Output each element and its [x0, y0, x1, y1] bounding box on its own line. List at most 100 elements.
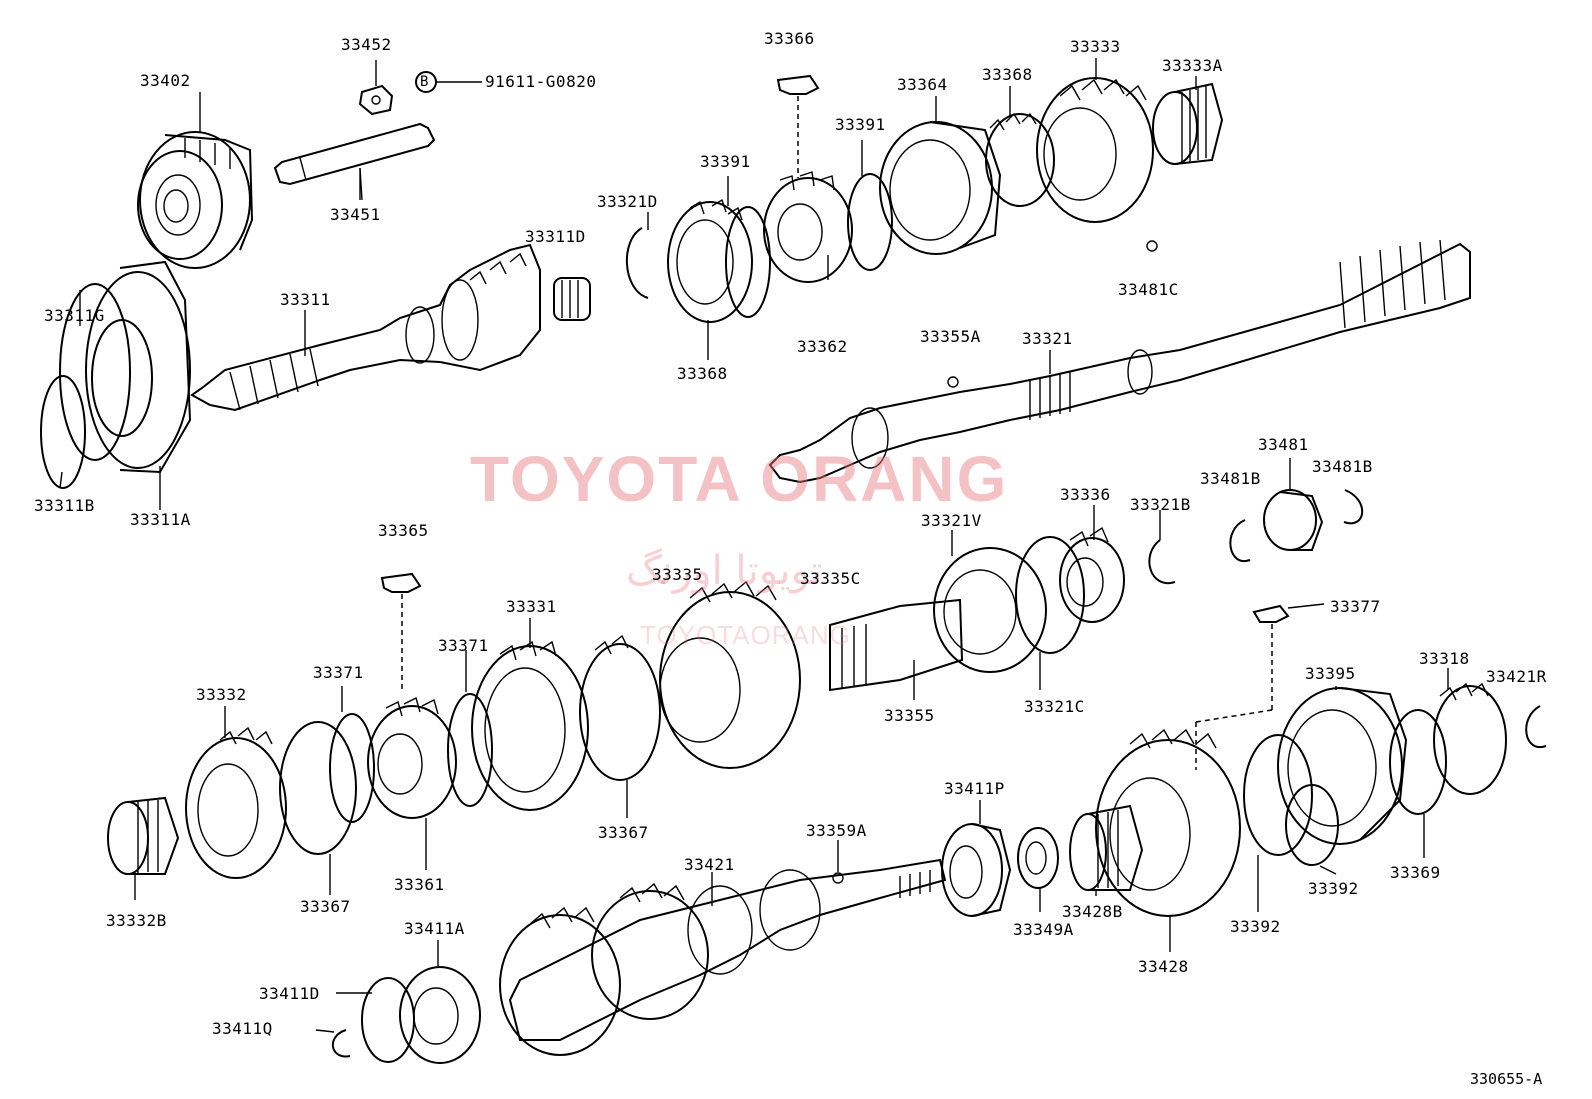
part-33402-bearing [137, 131, 254, 269]
part-33361-hub [367, 696, 457, 819]
part-33333A-bearing [1152, 82, 1224, 165]
label-33451: 33451 [330, 205, 381, 224]
part-33332B-bearing [107, 796, 180, 875]
part-33481-collar [1263, 489, 1324, 551]
label-33367-left: 33367 [300, 897, 351, 916]
label-33411D: 33411D [259, 984, 320, 1003]
label-33333A: 33333A [1162, 56, 1223, 75]
label-33391-lower: 33391 [700, 152, 751, 171]
label-33366: 33366 [764, 29, 815, 48]
label-33371-left: 33371 [313, 663, 364, 682]
part-33366-key [776, 74, 820, 178]
label-33321V: 33321V [921, 511, 982, 530]
part-33311A-bearing [85, 260, 192, 474]
label-33411A: 33411A [404, 919, 465, 938]
part-33367-ring [579, 634, 661, 781]
label-33321D: 33321D [597, 192, 658, 211]
part-33421R-ring [1525, 705, 1547, 749]
part-33318-gear [1433, 682, 1507, 795]
label-33311B: 33311B [34, 496, 95, 515]
label-33362: 33362 [797, 337, 848, 356]
label-33349A: 33349A [1013, 920, 1074, 939]
part-33368b-gear [985, 112, 1055, 207]
part-33365-key [380, 572, 422, 690]
label-33481B-right: 33481B [1312, 457, 1373, 476]
label-33402: 33402 [140, 71, 191, 90]
label-33311: 33311 [280, 290, 331, 309]
label-33481B-left: 33481B [1200, 469, 1261, 488]
part-33349A-washer [1017, 827, 1059, 889]
watermark-persian: تویوتا اورنگ [626, 548, 823, 594]
part-33332-gear [185, 726, 287, 879]
label-33421R: 33421R [1486, 667, 1547, 686]
label-33335: 33335 [652, 565, 703, 584]
part-33335-gear [659, 580, 801, 769]
part-33368-synchro-ring [667, 198, 753, 323]
label-33355: 33355 [884, 706, 935, 725]
label-33365: 33365 [378, 521, 429, 540]
label-33332: 33332 [196, 685, 247, 704]
label-33321B: 33321B [1130, 495, 1191, 514]
label-33321C: 33321C [1024, 697, 1085, 716]
label-33331: 33331 [506, 597, 557, 616]
part-33321B-ring [1148, 539, 1176, 585]
part-33364-sleeve [879, 121, 1002, 255]
label-33368-bottom: 33368 [677, 364, 728, 383]
part-33311-input-shaft [190, 243, 541, 412]
label-33368-top: 33368 [982, 65, 1033, 84]
part-33481C-ball [1146, 240, 1158, 252]
part-33452-plate [358, 60, 394, 116]
diagram-code: 330655-A [1470, 1070, 1543, 1088]
part-33367b-ring [279, 721, 357, 855]
part-33333-gear [1036, 77, 1154, 223]
watermark-logo: TOYOTA ORANG [470, 443, 1009, 515]
label-33392-upper: 33392 [1308, 879, 1359, 898]
part-33371a-spring [329, 713, 375, 823]
label-33411Q: 33411Q [212, 1019, 273, 1038]
label-33355A: 33355A [920, 327, 981, 346]
part-33321V-gear [933, 536, 1085, 673]
part-33391b-key-spring [847, 173, 893, 271]
part-33395-sleeve [1277, 687, 1408, 845]
bolt-part-number: 91611-G0820 [485, 72, 597, 91]
label-33335C: 33335C [800, 569, 861, 588]
label-33395: 33395 [1305, 664, 1356, 683]
label-33333: 33333 [1070, 37, 1121, 56]
part-33321D-snap-ring [625, 227, 649, 299]
watermark-small: TOYOTAORANG [640, 620, 851, 650]
bolt-marker-symbol: B [420, 74, 429, 90]
part-33392-rings [1243, 734, 1339, 866]
part-33311G-snap-ring [59, 283, 131, 461]
part-33428B-bearing [1069, 804, 1144, 891]
part-33355A-ball [947, 376, 959, 388]
part-33411Q-ring [315, 1029, 351, 1058]
part-33311B-snap-ring [40, 375, 86, 489]
label-33481C: 33481C [1118, 280, 1179, 299]
part-33311D-needle [553, 277, 591, 321]
part-33369-gear [1389, 709, 1447, 815]
label-33452: 33452 [341, 35, 392, 54]
label-33369: 33369 [1390, 863, 1441, 882]
part-33421-countershaft [499, 858, 947, 1056]
label-33364: 33364 [897, 75, 948, 94]
part-33321-output-shaft [768, 239, 1471, 484]
label-33481: 33481 [1258, 435, 1309, 454]
label-33428: 33428 [1138, 957, 1189, 976]
label-33391-upper: 33391 [835, 115, 886, 134]
part-33336-hub [1059, 526, 1125, 623]
label-33311G: 33311G [44, 306, 105, 325]
part-33411A-bearing [399, 966, 481, 1064]
part-33355-sleeve [829, 598, 964, 692]
part-33411D-ring [336, 977, 415, 1063]
bolt-marker [415, 71, 482, 93]
part-33359A-ball [832, 872, 844, 884]
label-33318: 33318 [1419, 649, 1470, 668]
label-33311A: 33311A [130, 510, 191, 529]
label-33367-right: 33367 [598, 823, 649, 842]
label-33411P: 33411P [944, 779, 1005, 798]
part-33391-key-spring [725, 206, 771, 318]
label-33377: 33377 [1330, 597, 1381, 616]
label-33361: 33361 [394, 875, 445, 894]
